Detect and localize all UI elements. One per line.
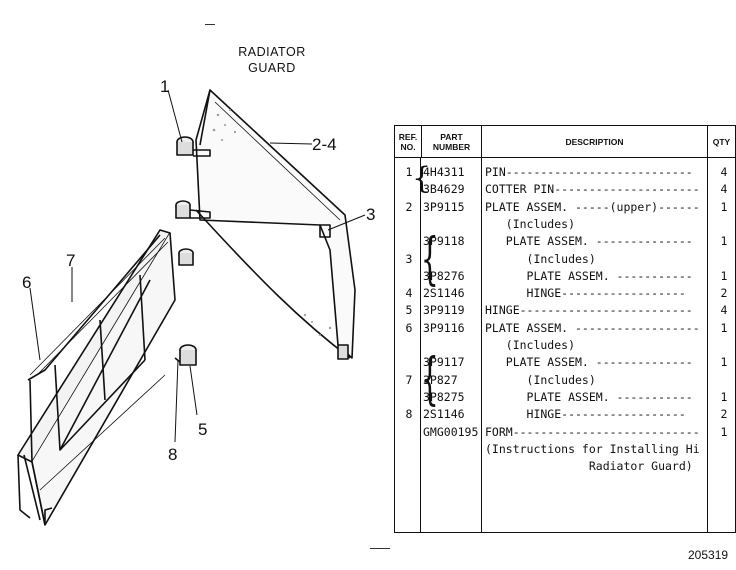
table-row: 5 3P9119 HINGE------------------------- 4 [395, 302, 736, 319]
description-cell: PLATE ASSEM. -----(upper)-------- [485, 199, 700, 214]
ref-no-cell: 8 [405, 407, 413, 422]
description-cell: COTTER PIN--------------------- [485, 182, 700, 197]
table-row: 3P8275 PLATE ASSEM. ----------- 1 [395, 389, 736, 406]
callout-3: 3 [366, 205, 375, 224]
qty-cell: 1 [720, 355, 728, 370]
qty-cell: 2 [720, 407, 728, 422]
table-row: (Includes) [395, 216, 736, 233]
part-number-cell: 3P8276 [423, 268, 465, 283]
table-row: 2 3P9115 PLATE ASSEM. -----(upper)--------… [395, 199, 736, 216]
part-number-cell: 3P9115 [423, 199, 465, 214]
qty-cell: 1 [720, 234, 728, 249]
upper-hinge [175, 200, 211, 219]
title-line-2: GUARD [248, 61, 296, 75]
callout-5: 5 [198, 420, 207, 439]
callout-8: 8 [168, 445, 177, 464]
header-description: DESCRIPTION [482, 126, 708, 158]
description-cell: (Includes) [485, 216, 576, 231]
qty-cell: 1 [720, 389, 728, 404]
table-row: 3P9117 PLATE ASSEM. -------------- 1 [395, 354, 736, 371]
part-number-cell: 3B4629 [423, 182, 465, 197]
part-number-cell: 2S1146 [423, 407, 465, 422]
column-divider [707, 158, 708, 532]
part-number-cell: 3P9117 [423, 355, 465, 370]
qty-cell: 1 [720, 199, 728, 214]
ref-no-cell: 5 [405, 303, 413, 318]
description-cell: HINGE------------------ [485, 286, 686, 301]
title-line-1: RADIATOR [238, 45, 306, 59]
ref-no-cell: 6 [405, 320, 413, 335]
part-number-cell: 3P9119 [423, 303, 465, 318]
description-cell: Radiator Guard) [485, 459, 693, 474]
callout-6: 6 [22, 273, 31, 292]
lower-hinge [174, 344, 197, 366]
qty-cell: 4 [720, 182, 728, 197]
description-cell: HINGE------------------ [485, 407, 686, 422]
description-cell: (Instructions for Installing Hinged [485, 441, 700, 456]
header-qty: QTY [708, 126, 735, 158]
description-cell: PLATE ASSEM. ------------------ [485, 320, 700, 335]
qty-cell: 4 [720, 303, 728, 318]
qty-cell: 2 [720, 286, 728, 301]
part-number-cell: 3P8275 [423, 389, 465, 404]
part-number-cell: 3P9116 [423, 320, 465, 335]
table-row: 8 2S1146 HINGE------------------ 2 [395, 406, 736, 423]
ref-no-cell: 1 [405, 165, 413, 179]
part-number-cell: 2S1146 [423, 286, 465, 301]
table-row: (Includes) [395, 337, 736, 354]
radiator-guard-title: RADIATOR GUARD [222, 44, 322, 76]
table-row: 3P9118 PLATE ASSEM. -------------- 1 [395, 233, 736, 250]
description-cell: FORM--------------------------- [485, 424, 700, 439]
ref-no-cell: 2 [405, 199, 413, 214]
table-row: 6 3P9116 PLATE ASSEM. ------------------ 1 [395, 320, 736, 337]
column-divider [420, 158, 421, 532]
frame-hinge [178, 248, 194, 266]
figure-number: 205319 [688, 548, 729, 562]
part-number-cell: GMG00195 [423, 424, 479, 439]
table-row: 7 3P827 (Includes) [395, 372, 736, 389]
column-divider [481, 158, 482, 532]
ref-no-cell: 3 [405, 251, 413, 266]
table-row: 4 2S1146 HINGE------------------ 2 [395, 285, 736, 302]
part-number-cell: 3P9118 [423, 234, 465, 249]
table-row: 1 4H4311 PIN--------------------------- 4 [395, 164, 736, 181]
ref-no-cell: 7 [405, 372, 413, 387]
description-cell: PLATE ASSEM. ----------- [485, 389, 693, 404]
description-cell: (Includes) [485, 338, 576, 352]
description-cell: (Includes) [485, 372, 596, 387]
part-number-cell: 4H4311 [423, 165, 465, 179]
qty-cell: 1 [720, 268, 728, 283]
callout-7: 7 [66, 251, 75, 270]
header-ref-no: REF. NO. [395, 126, 422, 158]
header-part-number: PART NUMBER [422, 126, 482, 158]
description-cell: PIN--------------------------- [485, 165, 693, 179]
description-cell: PLATE ASSEM. -------------- [485, 234, 693, 249]
group-brace-ref-3: { [420, 227, 439, 292]
qty-cell: 1 [720, 320, 728, 335]
table-row: 3B4629 COTTER PIN--------------------- 4 [395, 181, 736, 198]
scan-mark [205, 24, 215, 25]
radiator-guard-exploded-diagram: 1 2-4 3 6 7 5 8 [17, 77, 375, 526]
qty-cell: 1 [720, 424, 728, 439]
part-number-cell: 3P827 [423, 372, 458, 387]
table-row: 3P8276 PLATE ASSEM. ----------- 1 [395, 268, 736, 285]
table-row: 3 (Includes) [395, 251, 736, 268]
description-cell: PLATE ASSEM. -------------- [485, 355, 693, 370]
table-row: Radiator Guard) [395, 458, 736, 475]
table-row: GMG00195 FORM--------------------------- 1 [395, 424, 736, 441]
group-brace-ref-1: { [412, 161, 432, 196]
description-cell: (Includes) [485, 251, 596, 266]
ref-no-cell: 4 [405, 286, 413, 301]
description-cell: HINGE------------------------- [485, 303, 693, 318]
description-cell: PLATE ASSEM. ----------- [485, 268, 693, 283]
qty-cell: 4 [720, 165, 728, 179]
callout-2-4: 2-4 [312, 135, 337, 154]
lower-frame-assembly [17, 229, 176, 526]
callout-1: 1 [160, 77, 169, 96]
parts-table: REF. NO. PART NUMBER DESCRIPTION QTY { {… [394, 125, 736, 533]
group-brace-ref-7: { [420, 347, 439, 412]
upper-plate-assembly [195, 89, 356, 360]
table-row: (Instructions for Installing Hinged [395, 441, 736, 458]
scan-mark [370, 548, 390, 549]
